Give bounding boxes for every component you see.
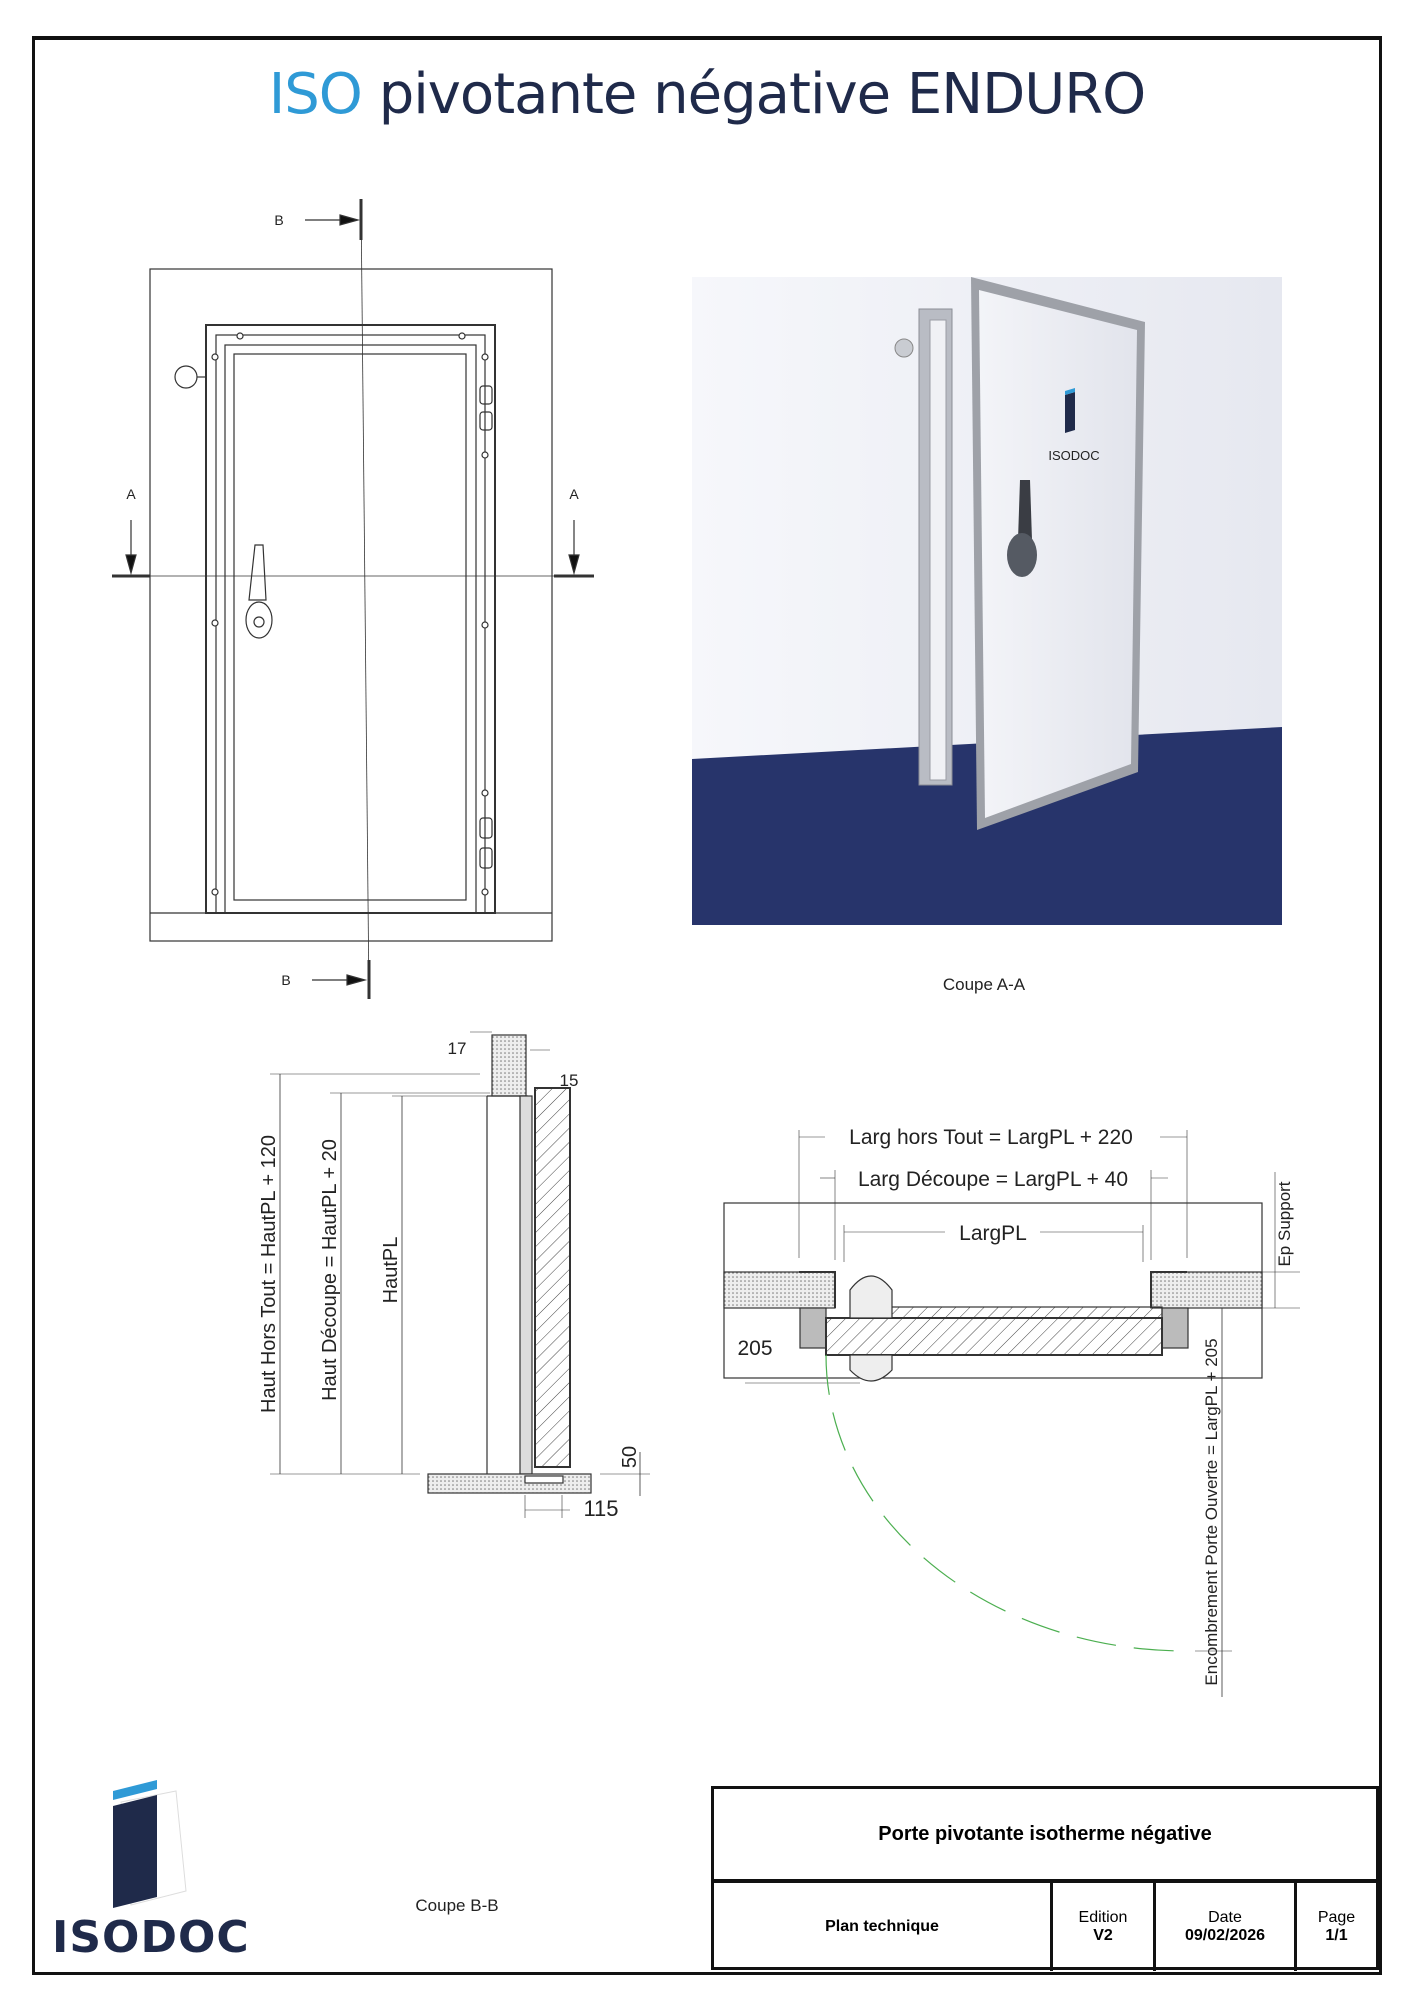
dim-50: 50 [619,1446,641,1468]
wall-outline [149,268,553,942]
hinge-top [479,385,493,431]
edition-label: Edition [1078,1909,1128,1926]
isodoc-logo-text: ISODOC [52,1912,250,1963]
section-label-b-bottom: B [281,972,290,988]
door-frame [205,324,496,914]
section-label-a-left: A [126,486,136,502]
title-prefix: ISO [268,62,363,127]
title-rest: pivotante négative ENDURO [378,62,1147,127]
door-handle-icon [245,544,273,639]
page-border [32,36,1382,1975]
date-label: Date [1208,1909,1242,1926]
section-bb-caption: Coupe B-B [415,1896,498,1915]
hinge-bottom [479,817,493,869]
dim-205: 205 [737,1337,772,1360]
dim-panel-height: HautPL [380,1237,402,1304]
title-block: Porte pivotante isotherme négative Plan … [711,1786,1379,1971]
door-photo: ISODOC [692,277,1282,925]
edition-value: V2 [1093,1927,1113,1944]
date-value: 09/02/2026 [1184,1927,1266,1944]
dim-overall-height: Haut Hors Tout = HautPL + 120 [258,1135,280,1413]
door-leaf [224,344,477,914]
door-logo-text: ISODOC [1048,448,1099,463]
section-aa-caption: Coupe A-A [943,975,1026,994]
dim-panel-width: LargPL [959,1222,1027,1245]
section-line-b [360,198,370,1000]
dim-cutout-width: Larg Découpe = LargPL + 40 [858,1168,1128,1191]
doc-type-cell: Plan technique [714,1883,1050,1971]
doc-type: Plan technique [825,1918,939,1935]
pressure-valve-icon [174,365,198,389]
page-value: 1/1 [1325,1927,1348,1944]
front-elevation [112,198,594,1000]
dim-15: 15 [560,1071,579,1090]
page-title: ISO pivotante négative ENDURO [0,62,1414,127]
dim-cutout-height: Haut Découpe = HautPL + 20 [319,1139,341,1401]
dim-115: 115 [583,1496,618,1521]
door-swing-arc [825,1354,1187,1652]
isodoc-logo-icon [113,1780,187,1908]
door-logo-icon [1065,388,1075,433]
dim-open-clearance: Encombrement Porte Ouverte = LargPL + 20… [1202,1338,1221,1685]
dim-17: 17 [448,1039,467,1058]
page-label: Page [1317,1909,1356,1926]
section-bb-drawing [270,1031,650,1518]
section-label-b-top: B [274,212,283,228]
section-label-a-right: A [569,486,579,502]
product-name: Porte pivotante isotherme négative [714,1789,1376,1883]
dim-support-thickness: Ep Support [1275,1181,1294,1266]
door-handle-photo-icon [1007,480,1037,577]
section-aa-drawing [723,1130,1300,1697]
dim-overall-width: Larg hors Tout = LargPL + 220 [849,1126,1133,1149]
